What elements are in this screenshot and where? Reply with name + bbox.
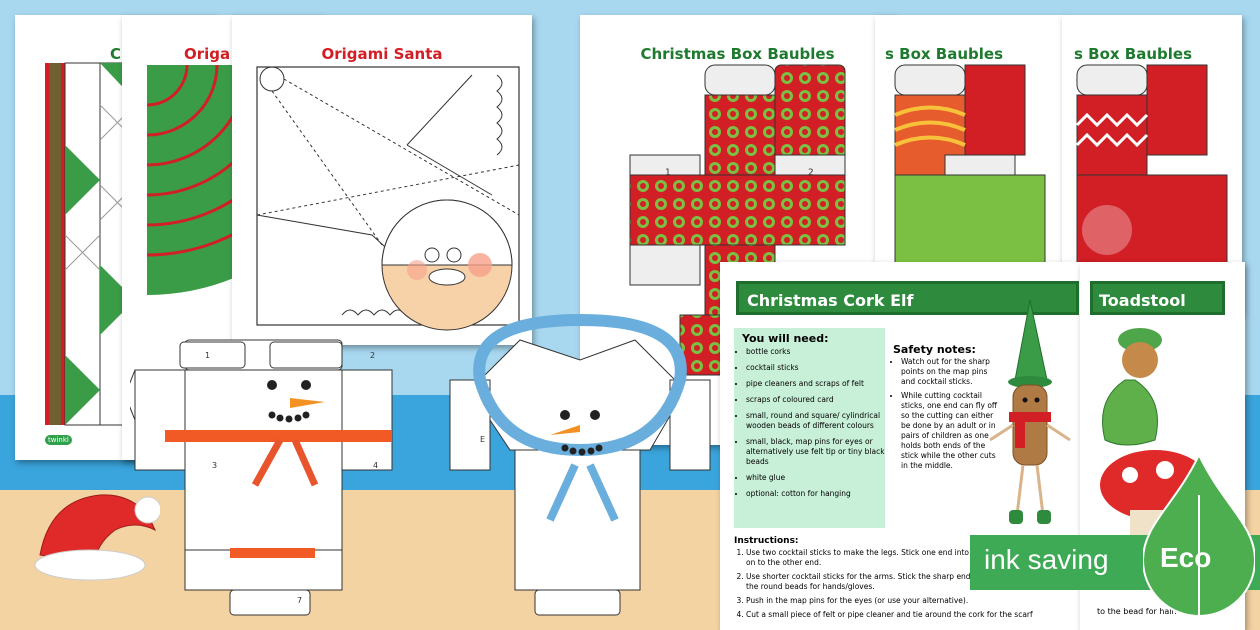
snowman-box-net: 1 2 3 4 7 — [130, 339, 393, 616]
worksheet-origami-santa: Origami Santa — [232, 15, 532, 345]
sheet-title: Origa — [184, 45, 231, 63]
ink-saving-label: ink saving — [984, 544, 1109, 575]
santa-fold-diagram — [256, 66, 520, 331]
list-item: bottle corks — [746, 347, 885, 357]
net-face-label: E — [480, 435, 485, 444]
net-face-label: 7 — [297, 596, 302, 605]
toadstool-card-title: Toadstool — [1090, 281, 1225, 315]
sheet-title: s Box Baubles — [885, 45, 1004, 63]
net-face-label: 4 — [373, 461, 378, 470]
face-label: 1 — [665, 168, 671, 178]
list-item: small, black, map pins for eyes or alter… — [746, 437, 885, 467]
face-label: 2 — [808, 168, 814, 178]
you-will-need-heading: You will need: — [742, 332, 829, 345]
elf-card-title: Christmas Cork Elf — [736, 281, 1079, 315]
you-will-need-box: You will need: bottle corks cocktail sti… — [734, 328, 885, 528]
origami-tree-circle — [147, 65, 237, 295]
list-item: While cutting cocktail sticks, one end c… — [901, 391, 1003, 471]
list-item: cocktail sticks — [746, 363, 885, 373]
net-face-label: 2 — [370, 351, 375, 360]
need-list: bottle corks cocktail sticks pipe cleane… — [734, 347, 885, 499]
safety-notes: Safety notes: Watch out for the sharp po… — [893, 343, 1003, 475]
snowman-hex-net: E — [449, 313, 711, 616]
toadstool-note: to the bead for hair. — [1097, 607, 1177, 616]
santa-hat-icon — [34, 494, 160, 581]
list-item: Push in the map pins for the eyes (or us… — [746, 596, 1034, 606]
list-item: Watch out for the sharp points on the ma… — [901, 357, 1003, 387]
list-item: small, round and square/ cylindrical woo… — [746, 411, 885, 431]
list-item: scraps of coloured card — [746, 395, 885, 405]
list-item: optional: cotton for hanging — [746, 489, 885, 499]
list-item: pipe cleaners and scraps of felt — [746, 379, 885, 389]
safety-heading: Safety notes: — [893, 343, 976, 356]
cork-elf-illustration — [989, 300, 1071, 524]
list-item: Use shorter cocktail sticks for the arms… — [746, 572, 1034, 592]
instructions: Instructions: Use two cocktail sticks to… — [734, 536, 1034, 624]
sheet-title: Christmas Box Baubles — [640, 45, 835, 63]
eco-leaf-icon — [1143, 455, 1255, 615]
net-face-label: 3 — [212, 461, 217, 470]
sheet-title: Origami Santa — [321, 45, 443, 63]
list-item: Use two cocktail sticks to make the legs… — [746, 548, 1034, 568]
list-item: white glue — [746, 473, 885, 483]
instructions-heading: Instructions: — [734, 536, 799, 546]
net-face-label: 1 — [205, 351, 210, 360]
twinkl-logo: twinkl — [45, 435, 72, 445]
sheet-title: s Box Baubles — [1074, 45, 1193, 63]
list-item: Cut a small piece of felt or pipe cleane… — [746, 610, 1034, 620]
eco-label: Eco — [1160, 542, 1212, 573]
